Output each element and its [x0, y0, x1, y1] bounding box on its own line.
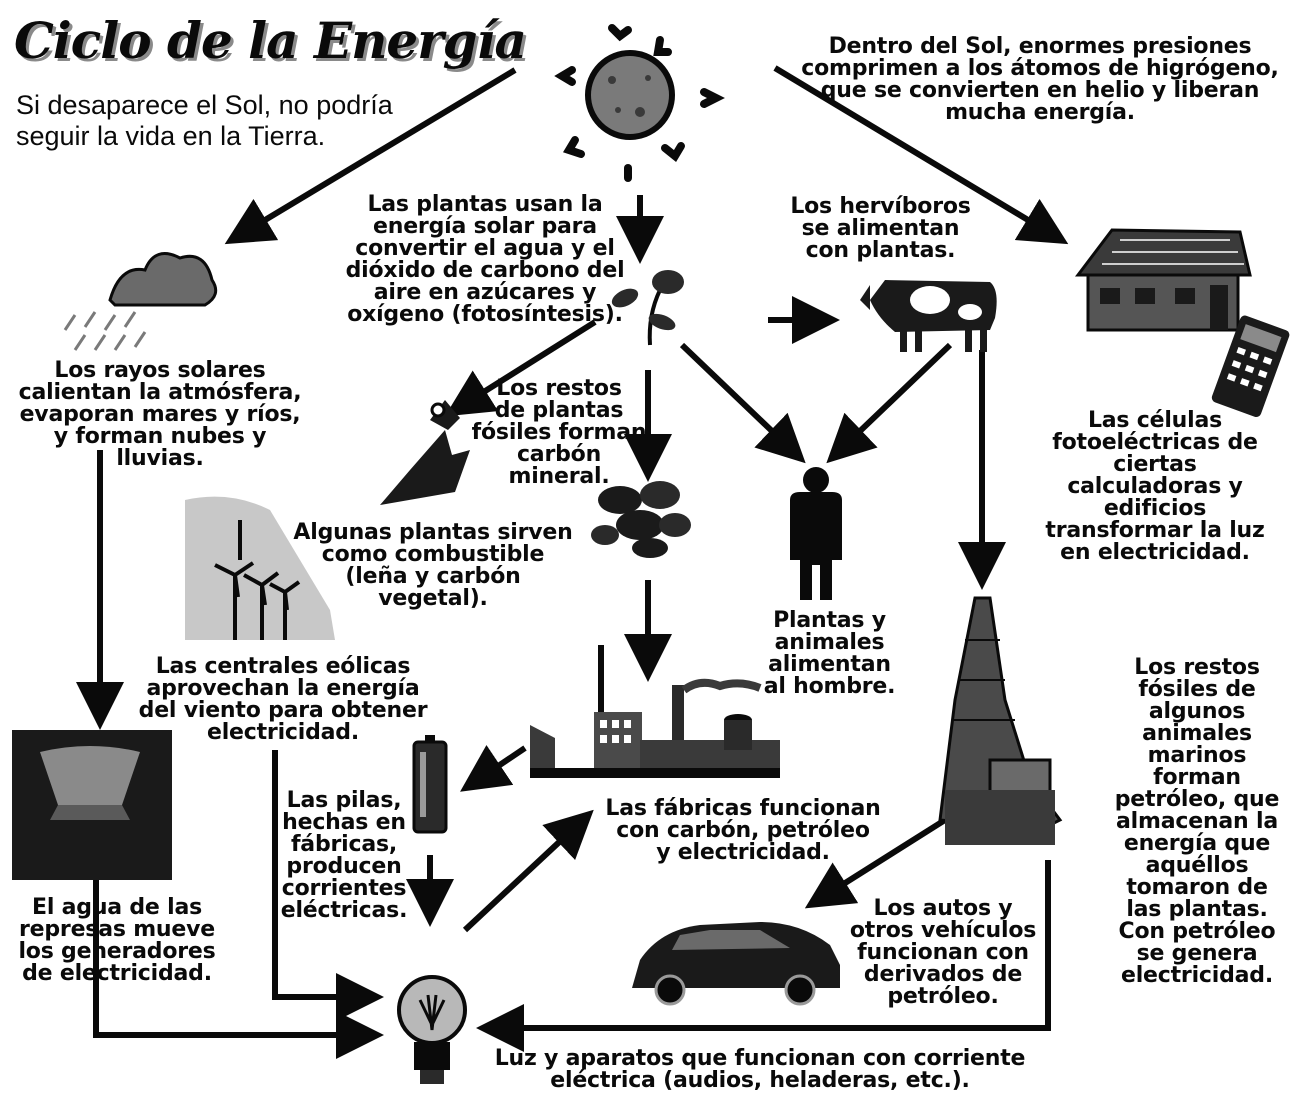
- label-cars: Los autos y otros vehículos funcionan co…: [849, 896, 1037, 1009]
- plant-icon: [611, 270, 684, 346]
- label-factories: Las fábricas funcionan con carbón, petró…: [605, 796, 881, 865]
- cow-icon: [860, 280, 997, 352]
- cloud-rain-icon: [63, 252, 218, 351]
- sun-icon: [554, 24, 725, 182]
- arrow-factory-to-battery: [460, 744, 527, 792]
- wind-turbine-icon: [185, 496, 335, 640]
- lightbulb-icon: [397, 975, 467, 1084]
- dam-icon: [12, 730, 172, 880]
- diagram-title: Ciclo de la Energía: [14, 11, 527, 70]
- flow-arrows: [76, 65, 1069, 1059]
- arrow-sun-to-house: [773, 65, 1069, 245]
- car-icon: [632, 922, 840, 1006]
- label-oil: Los restos fósiles de algunos animales m…: [1114, 655, 1280, 988]
- calculator-icon: [1211, 315, 1290, 417]
- label-herbivores: Los hervíboros se alimentan con plantas.: [790, 194, 971, 263]
- label-light: Luz y aparatos que funcionan con corrien…: [494, 1046, 1026, 1093]
- diagram-subtitle: Si desaparece el Sol, no podría seguir l…: [16, 90, 393, 151]
- arrow-oil-to-light: [476, 860, 1051, 1052]
- battery-icon: [412, 735, 448, 834]
- arrow-sun-to-clouds: [224, 67, 517, 245]
- label-fuel-plants: Algunas plantas sirven como combustible …: [293, 520, 573, 611]
- label-batteries: Las pilas, hechas en fábricas, producen …: [280, 788, 408, 923]
- factory-icon: [530, 645, 780, 778]
- arrow-to-factory: [462, 809, 594, 933]
- oil-rig-icon: [938, 596, 1063, 845]
- arrow-cow-to-man: [826, 342, 953, 464]
- arrow-oil-to-car: [804, 817, 947, 909]
- tree-icon: [380, 400, 470, 505]
- person-icon: [790, 467, 842, 600]
- label-sun-fusion: Dentro del Sol, enormes presiones compri…: [801, 34, 1279, 125]
- label-fossil-plants: Los restos de plantas fósiles forman car…: [471, 376, 647, 489]
- label-wind: Las centrales eólicas aprovechan la ener…: [138, 654, 428, 745]
- coal-icon: [591, 481, 691, 558]
- label-photocells: Las células fotoeléctricas de ciertas ca…: [1045, 408, 1265, 565]
- label-food-for-man: Plantas y animales alimentan al hombre.: [763, 608, 896, 699]
- label-solar-rays: Los rayos solares calientan la atmósfera…: [18, 358, 302, 471]
- label-dams: El agua de las represas mueve los genera…: [18, 895, 216, 986]
- arrow-plant-to-tree: [444, 319, 597, 417]
- arrow-plant-to-man: [679, 342, 806, 464]
- house-icon: [1074, 228, 1252, 332]
- label-photosynthesis: Las plantas usan la energía solar para c…: [345, 192, 625, 327]
- arrow-wind-to-light: [272, 750, 384, 1021]
- arrow-dam-to-light: [93, 880, 384, 1059]
